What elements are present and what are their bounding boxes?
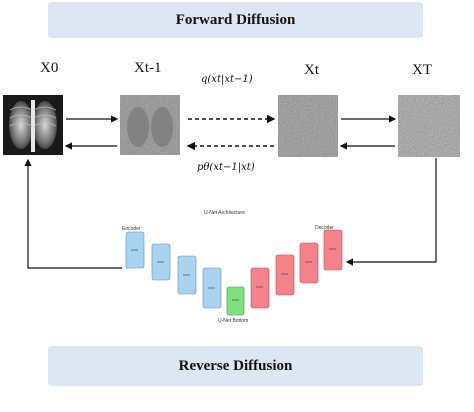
- label-xt: Xt: [304, 62, 319, 78]
- noisy-image-xt-minus-1: [120, 95, 180, 155]
- noise-image-xT: [398, 95, 460, 157]
- decoder-block: [299, 242, 319, 284]
- chest-xray-image: [3, 95, 63, 155]
- decoder-label: Decoder: [315, 225, 334, 231]
- bottleneck-block: [226, 286, 245, 316]
- reverse-diffusion-banner: Reverse Diffusion: [48, 346, 423, 386]
- decoder-block: [250, 267, 270, 309]
- decoder-block: [275, 254, 295, 296]
- unet-title: U-Net Architecture: [204, 210, 245, 216]
- label-xT: XT: [412, 62, 432, 78]
- forward-diffusion-banner: Forward Diffusion: [48, 2, 423, 38]
- label-xt-minus-1: Xt-1: [134, 60, 162, 76]
- noisy-image-xt: [278, 95, 338, 157]
- reverse-formula: pθ(xt−1|xt): [197, 162, 255, 173]
- forward-formula: q(xt|xt−1): [201, 74, 253, 85]
- unet-to-x0-connector: [24, 158, 122, 269]
- decoder-block: [323, 229, 343, 271]
- encoder-label: Encoder: [122, 226, 141, 232]
- unet-bottom-label: U-Net Bottom: [218, 318, 249, 324]
- unet-diagram: [125, 229, 343, 316]
- xT-to-unet-connector: [345, 158, 437, 266]
- label-x0: X0: [40, 60, 59, 76]
